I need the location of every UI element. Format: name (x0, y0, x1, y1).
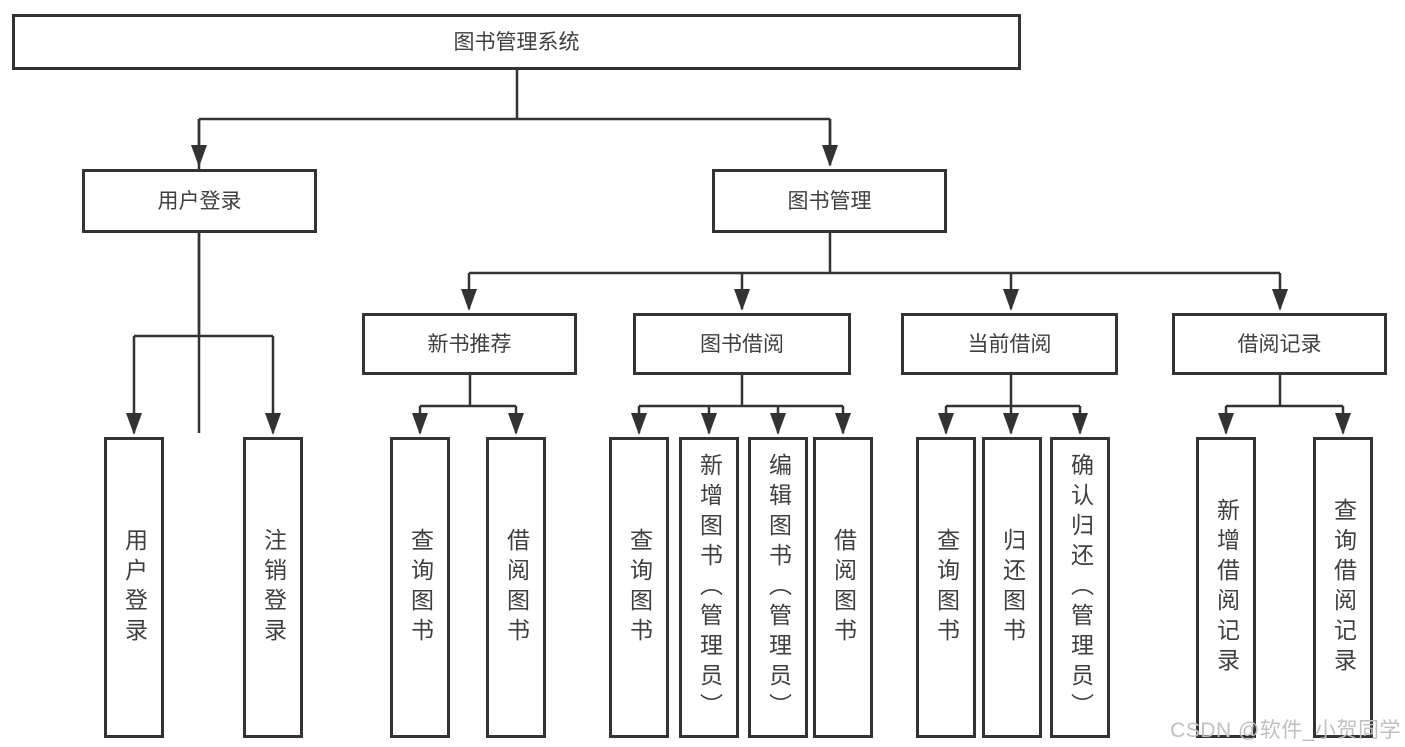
leaf-borrowing-add-books-admin-label: 新增图书（管理员） (696, 452, 723, 723)
leaf-records-query-borrow-record-label: 查询借阅记录 (1330, 497, 1357, 678)
leaf-newbook-query-books-label: 查询图书 (407, 527, 434, 648)
arrowheads (126, 145, 1351, 435)
leaf-current-confirm-return-admin-label: 确认归还（管理员） (1067, 452, 1094, 723)
leaf-current-confirm-return-admin: 确认归还（管理员） (1050, 437, 1110, 738)
leaf-borrowing-add-books-admin: 新增图书（管理员） (679, 437, 739, 738)
leaf-records-query-borrow-record: 查询借阅记录 (1313, 437, 1373, 738)
leaf-borrowing-edit-books-admin-label: 编辑图书（管理员） (765, 452, 792, 723)
node-current-borrowing: 当前借阅 (901, 313, 1118, 375)
leaf-records-add-borrow-record: 新增借阅记录 (1196, 437, 1256, 738)
leaf-borrowing-query-books-label: 查询图书 (626, 527, 653, 648)
node-book-management: 图书管理 (712, 169, 947, 233)
leaf-newbook-borrow-books: 借阅图书 (486, 437, 546, 738)
leaf-borrowing-edit-books-admin: 编辑图书（管理员） (748, 437, 808, 738)
node-user-login: 用户登录 (82, 169, 317, 233)
leaf-user-login: 用户登录 (104, 437, 164, 738)
node-new-book-recommend: 新书推荐 (362, 313, 577, 375)
leaf-current-query-books-label: 查询图书 (933, 527, 960, 648)
leaf-current-query-books: 查询图书 (916, 437, 976, 738)
leaf-logout-login-label: 注销登录 (260, 527, 287, 648)
watermark-text: CSDN @软件_小贺同学 (1170, 719, 1401, 742)
leaf-borrowing-borrow-books: 借阅图书 (813, 437, 873, 738)
node-library-management-system: 图书管理系统 (12, 14, 1021, 70)
leaf-current-return-books: 归还图书 (982, 437, 1042, 738)
leaf-newbook-query-books: 查询图书 (390, 437, 450, 738)
leaf-borrowing-query-books: 查询图书 (609, 437, 669, 738)
node-borrowing-records: 借阅记录 (1172, 313, 1387, 375)
node-book-borrowing: 图书借阅 (633, 313, 851, 375)
leaf-logout-login: 注销登录 (243, 437, 303, 738)
leaf-current-return-books-label: 归还图书 (999, 527, 1026, 648)
leaf-borrowing-borrow-books-label: 借阅图书 (830, 527, 857, 648)
leaf-records-add-borrow-record-label: 新增借阅记录 (1213, 497, 1240, 678)
leaf-newbook-borrow-books-label: 借阅图书 (503, 527, 530, 648)
leaf-user-login-label: 用户登录 (121, 527, 148, 648)
